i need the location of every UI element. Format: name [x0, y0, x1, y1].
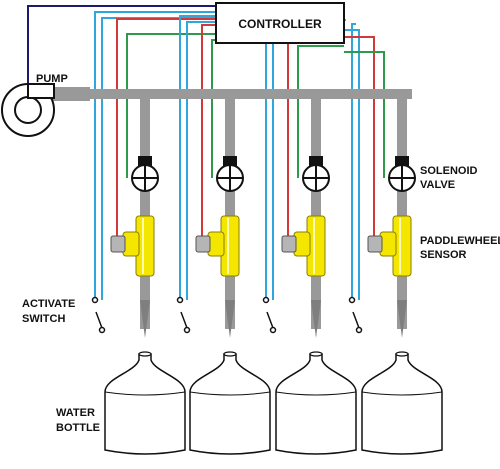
- solenoid-valve-icon: [216, 156, 244, 192]
- bottle-shoulder-line: [361, 391, 443, 396]
- station-4: [344, 23, 443, 455]
- switch-contact-bottom: [269, 326, 277, 334]
- switch-wire: [351, 23, 356, 300]
- switch-wire: [179, 15, 216, 300]
- bottle-mouth: [309, 351, 323, 357]
- bottle-shoulder-line: [104, 391, 186, 396]
- switch-contact-top: [348, 296, 356, 304]
- nozzle: [397, 300, 407, 338]
- sensor-wire: [116, 18, 216, 245]
- activate-switch-icon: [262, 296, 277, 334]
- switch-return-wire: [186, 21, 216, 300]
- valve-actuator: [395, 156, 409, 166]
- station-2: [176, 15, 271, 455]
- activate-switch-label-line1: ACTIVATE: [22, 298, 75, 310]
- switch-contact-bottom: [98, 326, 106, 334]
- controller-box: [215, 2, 345, 44]
- nozzle: [311, 300, 321, 338]
- bottle-outline: [275, 353, 357, 455]
- switch-lever: [266, 311, 274, 329]
- switch-return-wire: [101, 17, 216, 300]
- sensor-wire: [201, 24, 216, 245]
- water-bottle-icon: [189, 351, 271, 455]
- switch-contact-bottom: [355, 326, 363, 334]
- switch-contact-top: [262, 296, 270, 304]
- solenoid-valve-icon: [131, 156, 159, 192]
- valve-wire: [344, 51, 385, 178]
- activate-switch-icon: [348, 296, 363, 334]
- activate-switch-icon: [176, 296, 191, 334]
- water-bottle-label-line1: WATER: [56, 407, 95, 419]
- nozzle: [140, 300, 150, 338]
- paddlewheel-sensor-label-line2: SENSOR: [420, 249, 467, 261]
- bottle-shoulder-line: [275, 391, 357, 396]
- solenoid-valve-icon: [388, 156, 416, 192]
- bottle-mouth: [223, 351, 237, 357]
- switch-contact-top: [91, 296, 99, 304]
- drop-pipe: [140, 99, 150, 329]
- paddlewheel-sensor-icon: [195, 215, 240, 277]
- solenoid-valve-label-line2: VALVE: [420, 179, 455, 191]
- solenoid-valve-label-line1: SOLENOID: [420, 165, 478, 177]
- valve-wire: [211, 39, 216, 178]
- sensor-wire: [344, 36, 375, 245]
- sensor-cap: [281, 235, 297, 253]
- pump-wire: [27, 5, 216, 84]
- station-1: [91, 11, 216, 455]
- switch-lever: [95, 311, 103, 329]
- nozzle: [225, 300, 235, 338]
- switch-contact-top: [176, 296, 184, 304]
- bottle-outline: [104, 353, 186, 455]
- water-bottle-label-line2: BOTTLE: [56, 422, 100, 434]
- pump-icon: [1, 83, 55, 137]
- activate-switch-icon: [91, 296, 106, 334]
- paddlewheel-sensor-icon: [110, 215, 155, 277]
- drop-pipe: [225, 99, 235, 329]
- stations: [91, 11, 443, 455]
- valve-wire: [297, 45, 344, 178]
- solenoid-valve-icon: [302, 156, 330, 192]
- switch-lever: [352, 311, 360, 329]
- bottle-mouth: [138, 351, 152, 357]
- sensor-cap: [367, 235, 383, 253]
- valve-actuator: [223, 156, 237, 166]
- bottle-outline: [361, 353, 443, 455]
- bottle-outline: [189, 353, 271, 455]
- pump-label: PUMP: [36, 73, 68, 85]
- paddlewheel-sensor-icon: [367, 215, 412, 277]
- water-bottle-icon: [275, 351, 357, 455]
- drop-pipe: [311, 99, 321, 329]
- controller-label: CONTROLLER: [238, 17, 322, 31]
- paddlewheel-sensor-label-line1: PADDLEWHEEL: [420, 235, 500, 247]
- station-3: [262, 19, 357, 455]
- drop-pipe: [397, 99, 407, 329]
- switch-wire: [265, 19, 346, 300]
- valve-actuator: [309, 156, 323, 166]
- water-bottle-icon: [361, 351, 443, 455]
- paddlewheel-sensor-icon: [281, 215, 326, 277]
- valve-actuator: [138, 156, 152, 166]
- sensor-cap: [110, 235, 126, 253]
- bottle-mouth: [395, 351, 409, 357]
- activate-switch-label-line2: SWITCH: [22, 313, 65, 325]
- switch-return-wire: [344, 29, 360, 300]
- main-pipe: [80, 89, 412, 99]
- bottle-shoulder-line: [189, 391, 271, 396]
- sensor-cap: [195, 235, 211, 253]
- water-bottle-icon: [104, 351, 186, 455]
- switch-contact-bottom: [183, 326, 191, 334]
- switch-lever: [180, 311, 188, 329]
- switch-wire: [94, 11, 216, 300]
